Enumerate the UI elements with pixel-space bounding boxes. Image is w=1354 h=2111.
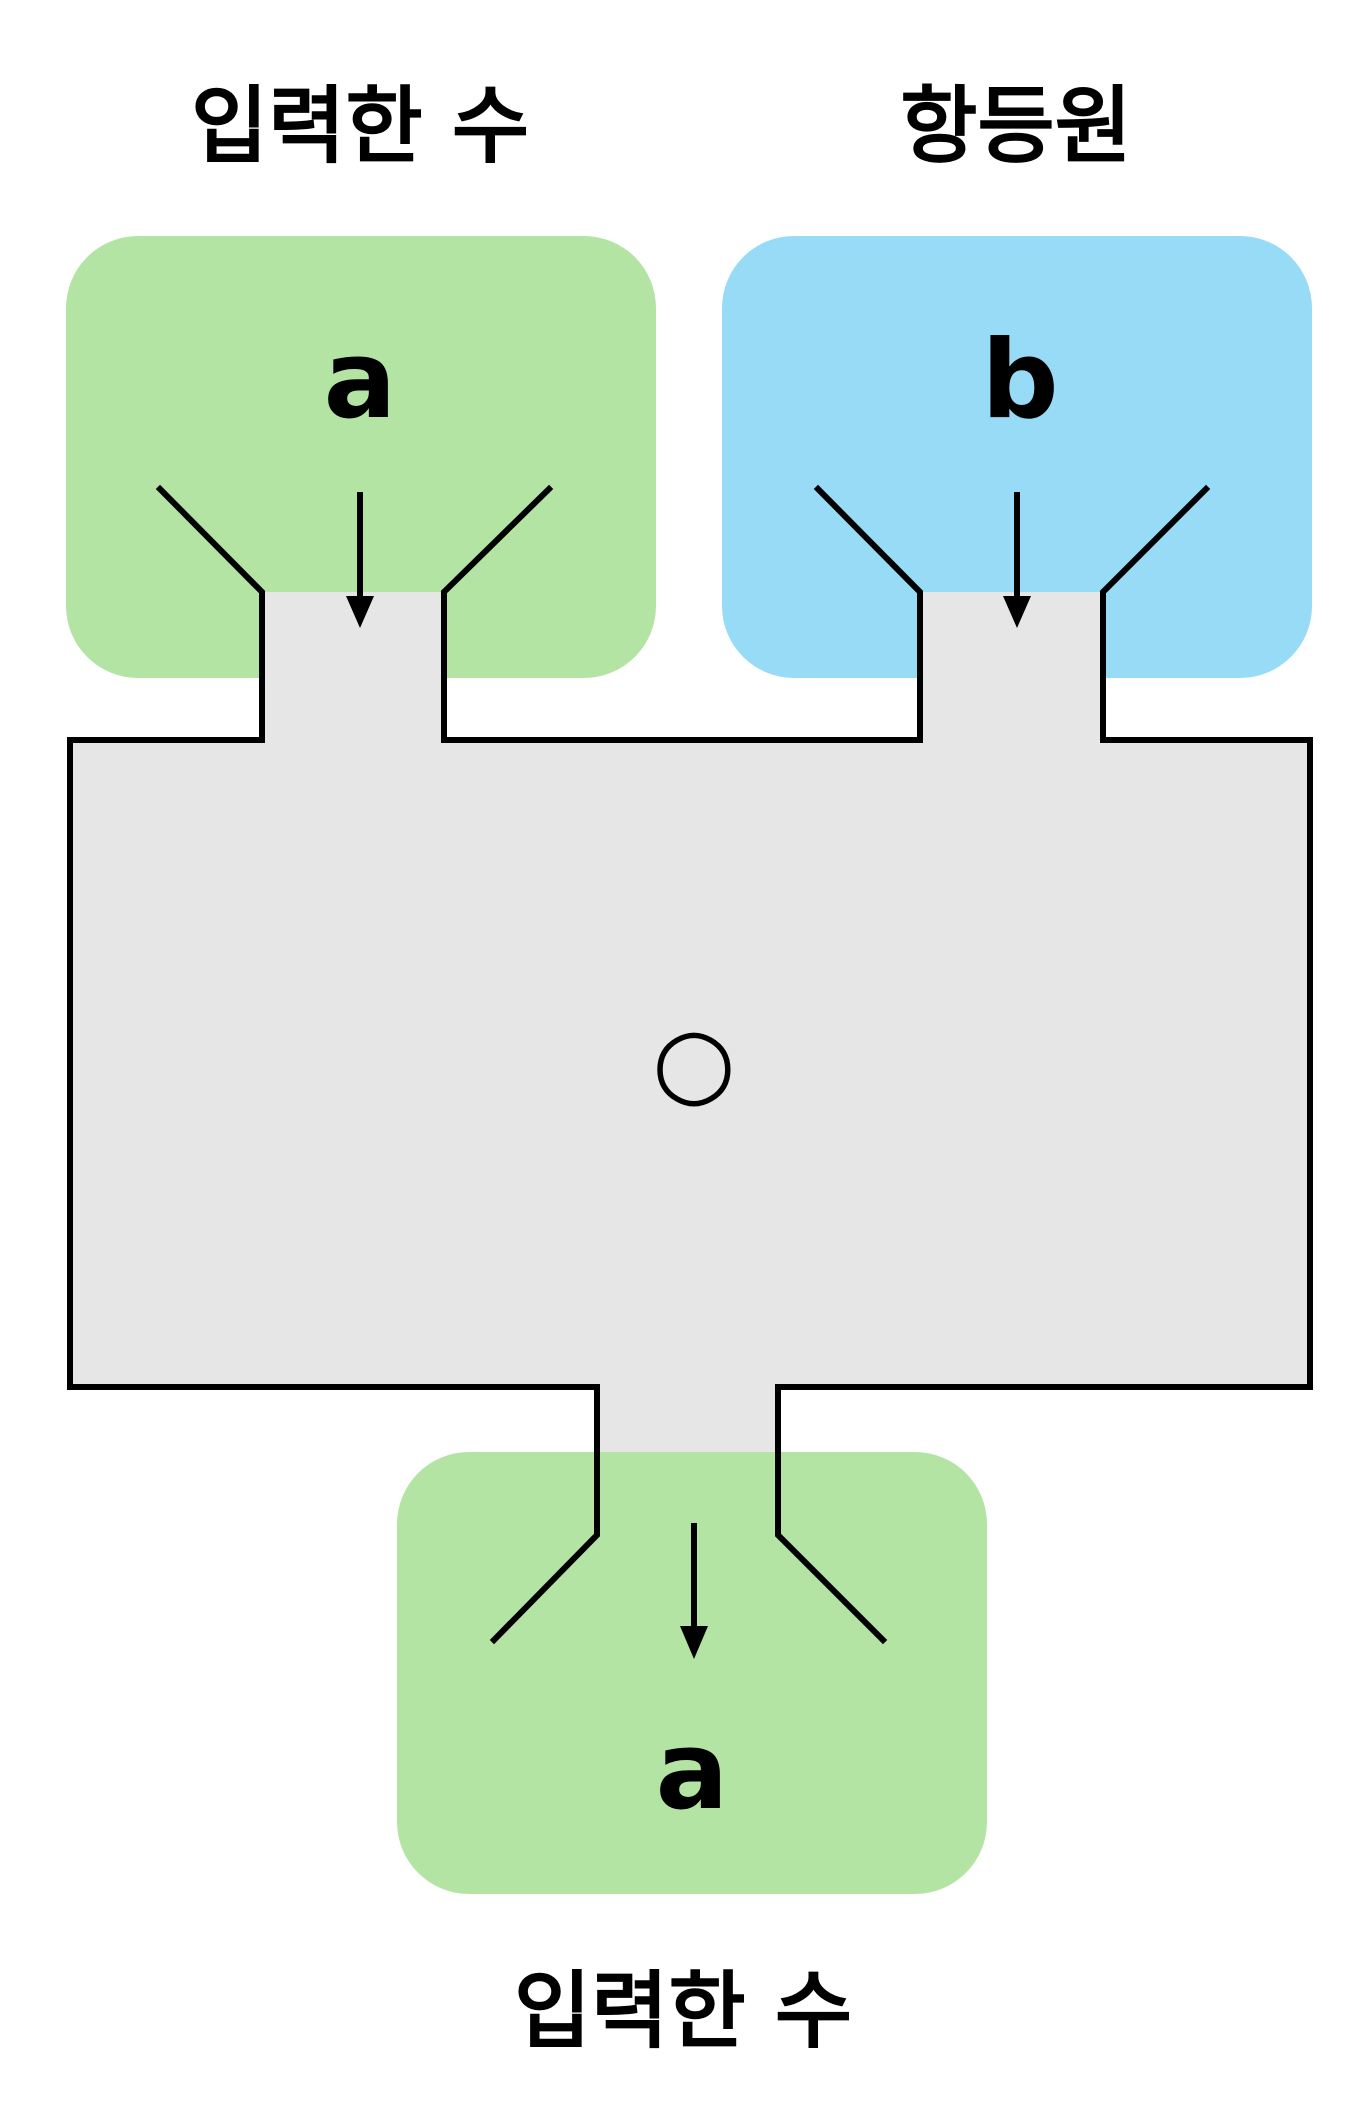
identity-box	[722, 236, 1312, 678]
right-funnel-right-wall	[1100, 484, 1211, 743]
output-arrow-icon	[680, 1523, 708, 1659]
output-caption: 입력한 수	[514, 1962, 852, 2060]
input-box	[66, 236, 656, 678]
output-symbol: a	[656, 1709, 729, 1834]
output-box	[397, 1452, 987, 1894]
identity-arrow-icon	[1003, 492, 1031, 628]
machine-operator: ○	[652, 1005, 736, 1117]
input-caption: 입력한 수	[191, 77, 529, 175]
machine-outline-top-left	[67, 737, 600, 1390]
machine-body	[70, 592, 1310, 1535]
left-funnel-left-wall	[155, 484, 265, 743]
output-chute-left-wall	[489, 1384, 600, 1645]
identity-symbol: b	[981, 318, 1058, 443]
machine-outline-right	[775, 737, 1313, 1390]
input-arrow-icon	[346, 492, 374, 628]
right-funnel-left-wall	[813, 484, 923, 743]
input-symbol: a	[324, 318, 397, 443]
identity-caption: 항등원	[900, 77, 1132, 175]
left-funnel-right-wall	[441, 484, 554, 743]
output-chute-right-wall	[775, 1384, 888, 1645]
